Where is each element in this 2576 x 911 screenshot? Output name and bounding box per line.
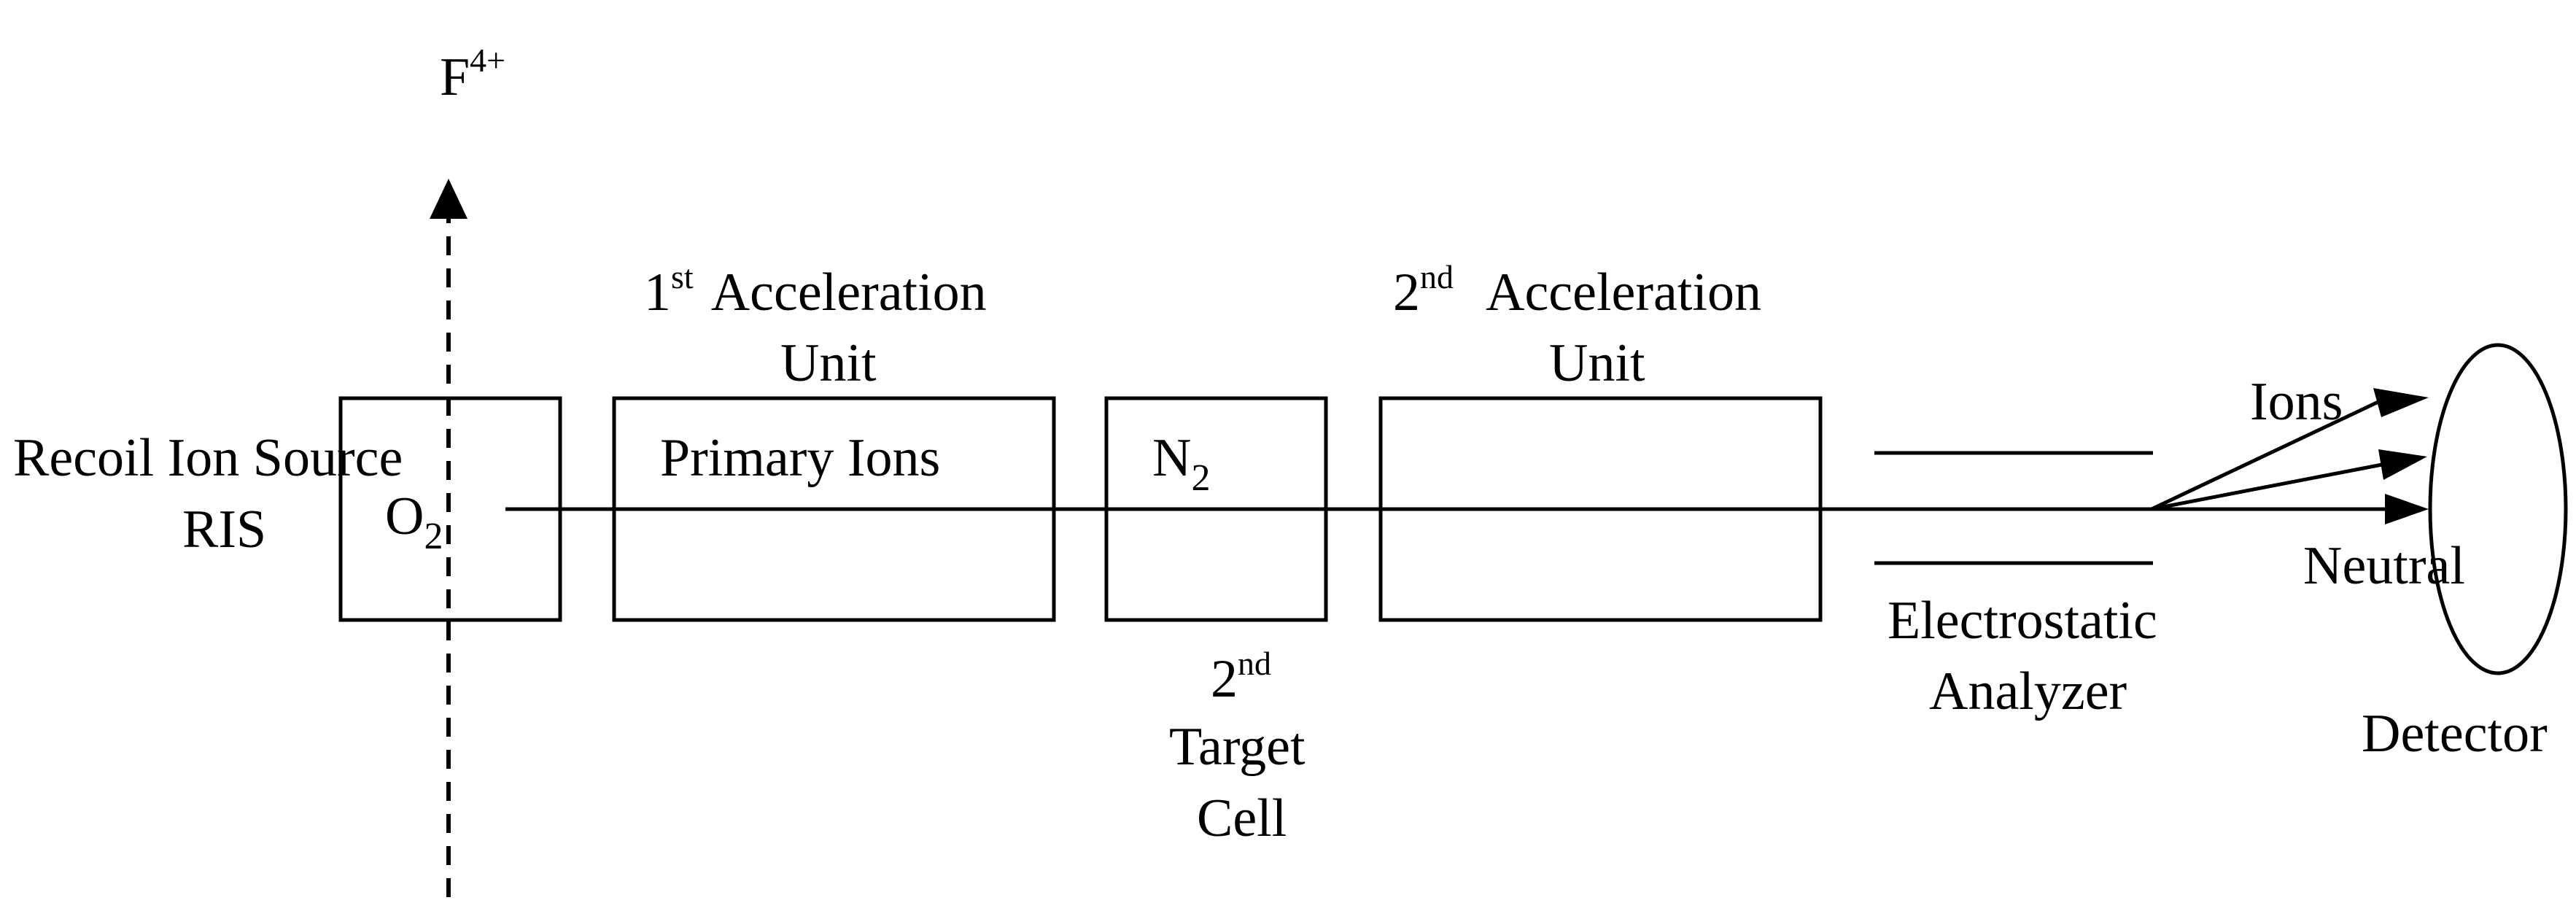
analyzer-label: Analyzer	[1929, 662, 2127, 721]
o2-label: O2	[385, 486, 443, 557]
ions-arrow-middle	[2151, 462, 2383, 511]
neutral-label: Neutral	[2303, 536, 2465, 596]
n2-label: N2	[1152, 428, 1210, 499]
detector-label: Detector	[2362, 704, 2548, 764]
neutral-arrow-head	[2385, 494, 2429, 524]
cell-label: Cell	[1197, 788, 1287, 848]
electrostatic-label: Electrostatic	[1888, 591, 2157, 651]
f4plus-label: F4+	[440, 42, 505, 107]
recoil-ion-source-label: Recoil Ion Source	[13, 428, 403, 488]
primary-ions-label: Primary Ions	[660, 428, 940, 488]
ions-label: Ions	[2250, 372, 2343, 432]
f4plus-beam-arrowhead	[430, 179, 468, 219]
target-cell-ordinal-label: 2nd	[1211, 645, 1271, 709]
detector-ellipse	[2428, 343, 2568, 675]
ris-label: RIS	[182, 500, 266, 559]
ions-arrow-upper-head	[2373, 388, 2429, 417]
first-acceleration-unit-line2: Unit	[780, 333, 877, 393]
ions-arrow-middle-head	[2378, 449, 2427, 480]
ion-beam-arrows	[2150, 388, 2429, 524]
target-label: Target	[1169, 717, 1306, 777]
ions-arrow-upper	[2150, 399, 2381, 511]
second-acceleration-unit-line2: Unit	[1549, 333, 1645, 393]
